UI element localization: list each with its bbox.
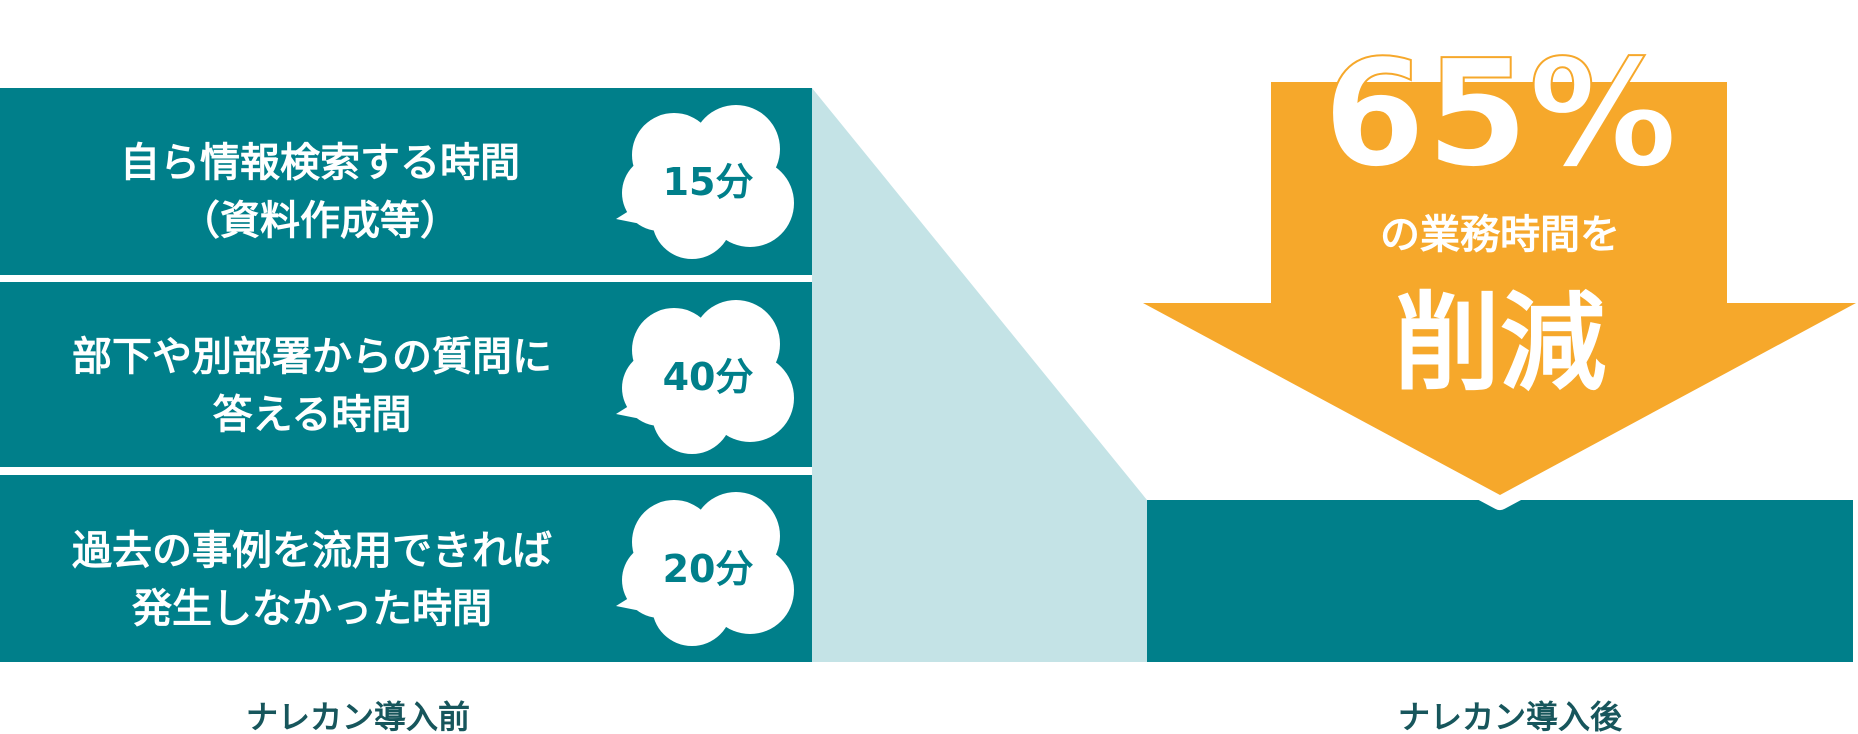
before-item-2-label-line2: 答える時間 xyxy=(213,392,412,438)
before-item-3-label-line1: 過去の事例を流用できれば xyxy=(72,528,552,574)
reduction-headline: 削減 xyxy=(1394,282,1606,405)
reduction-subtitle: の業務時間を xyxy=(1380,212,1620,258)
arrow-shape xyxy=(1143,82,1856,495)
before-item-1-cloud-badge: 15分 xyxy=(616,105,794,259)
before-item-2-minutes: 40分 xyxy=(663,355,754,399)
before-item-2: 部下や別部署からの質問に 答える時間 40分 xyxy=(0,282,812,467)
before-caption: ナレカン導入前 xyxy=(246,698,470,734)
before-item-3-cloud-badge: 20分 xyxy=(616,492,794,646)
before-item-1-label-line2: （資料作成等） xyxy=(180,198,460,244)
before-item-3-minutes: 20分 xyxy=(663,547,754,591)
before-item-2-label-line1: 部下や別部署からの質問に xyxy=(72,334,552,380)
before-item-3: 過去の事例を流用できれば 発生しなかった時間 20分 xyxy=(0,475,812,662)
before-item-1: 自ら情報検索する時間 （資料作成等） 15分 xyxy=(0,88,812,275)
after-block xyxy=(1147,500,1853,662)
reduction-connector xyxy=(812,88,1147,662)
reduction-percent: 65% xyxy=(1323,28,1677,200)
before-item-2-cloud-badge: 40分 xyxy=(616,300,794,454)
before-item-1-label-line1: 自ら情報検索する時間 xyxy=(120,140,520,186)
before-item-3-label-line2: 発生しなかった時間 xyxy=(132,586,492,632)
after-caption: ナレカン導入後 xyxy=(1398,698,1623,734)
reduction-arrow: 65% の業務時間を 削減 xyxy=(1130,27,1858,510)
before-item-1-minutes: 15分 xyxy=(663,160,754,204)
